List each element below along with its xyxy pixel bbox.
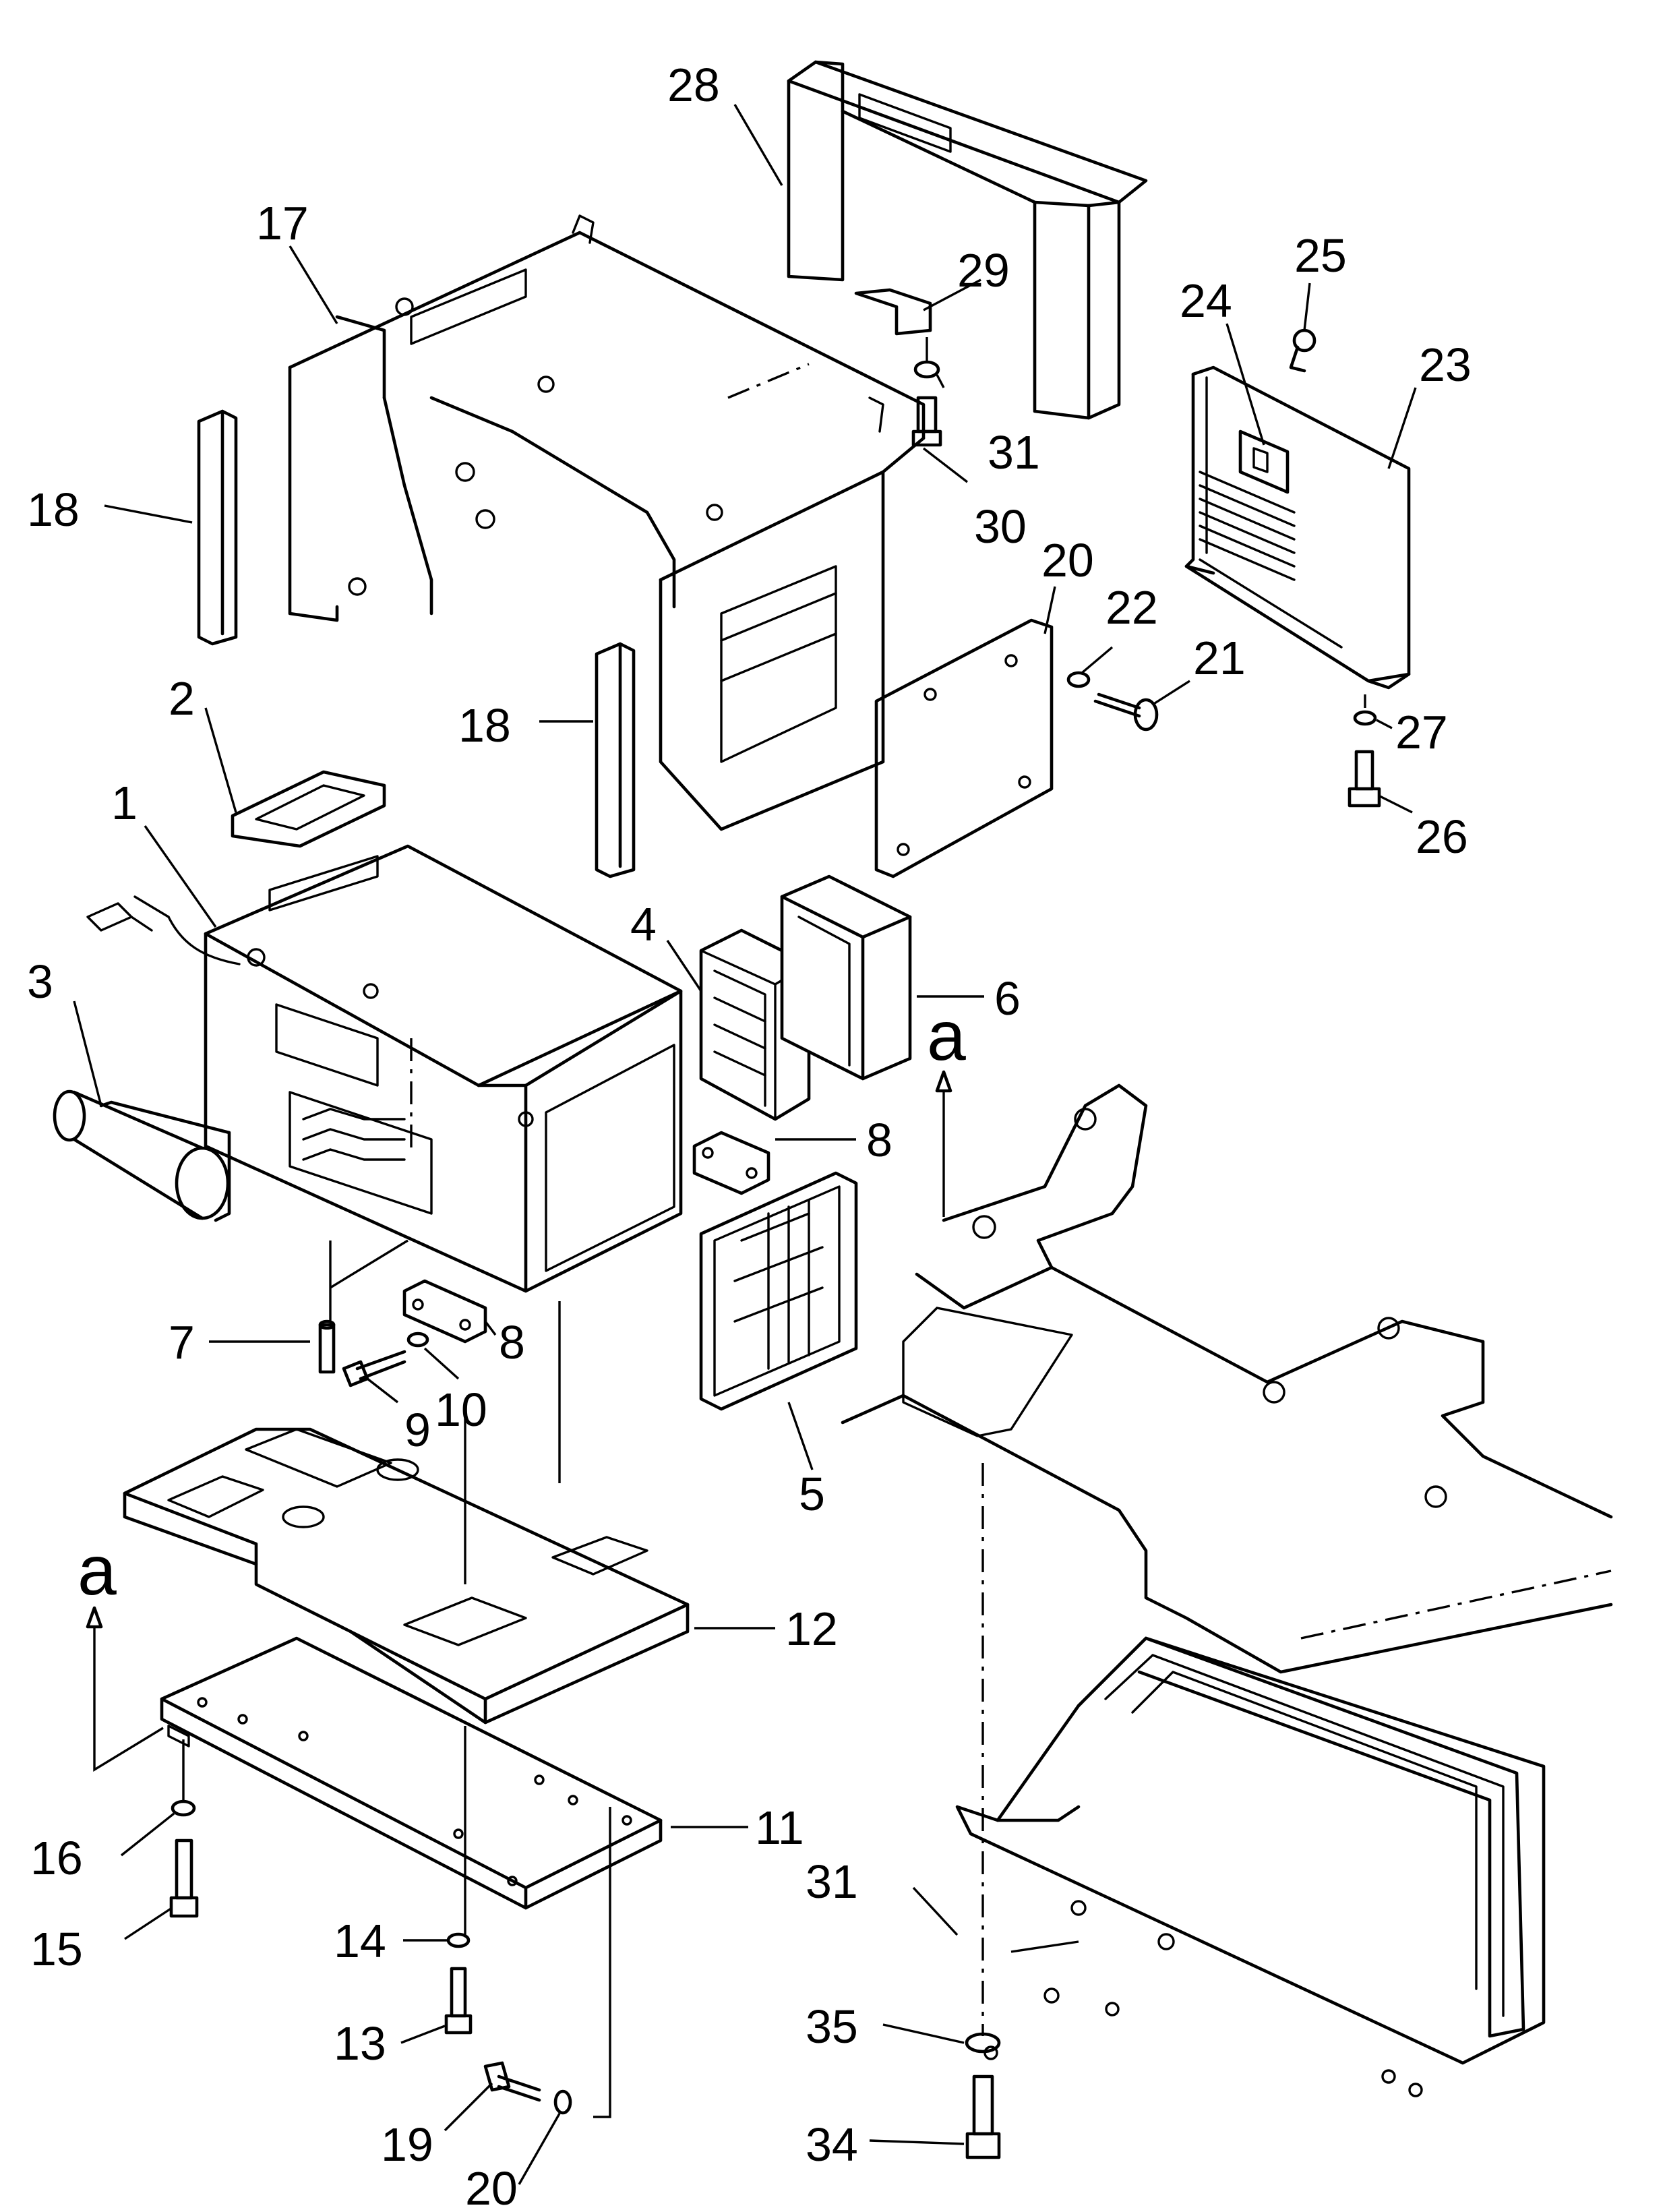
callout-28: 27 (1395, 706, 1448, 758)
callout-33: 31 (806, 1855, 858, 1908)
callout-11: 11 (755, 1801, 804, 1854)
part-2-filter-frame (231, 770, 386, 848)
callout-31: 30 (974, 500, 1027, 553)
callout-22: 21 (1193, 632, 1246, 684)
part-29-handle-bracket (787, 60, 1148, 420)
callout-20: 20 (465, 2162, 518, 2212)
part-15-bolt (169, 1839, 199, 1918)
part-17-cover-housing (288, 214, 926, 831)
part-6-duct (780, 874, 912, 1081)
callout-1: 1 (111, 777, 138, 829)
part-3-motor (53, 1089, 231, 1222)
part-5-grille (699, 1171, 858, 1411)
part-8-bracket-upper (692, 1131, 770, 1195)
callout-12: 12 (785, 1603, 838, 1655)
part-14-washer (446, 1932, 471, 1948)
callout-4: 4 (630, 898, 657, 951)
assembly-lines (182, 337, 1366, 2118)
callout-16: 16 (30, 1832, 83, 1884)
part-8-bracket-lower (402, 1279, 487, 1344)
part-25-switch (1238, 429, 1290, 494)
part-27-bolt (1348, 750, 1381, 808)
callout-3: 3 (27, 955, 53, 1008)
part-30-bracket (854, 288, 932, 336)
part-7-pin (318, 1319, 336, 1374)
callout-26: 25 (1294, 229, 1347, 282)
view-marker-upper: a (927, 997, 966, 1217)
part-26-knob (1289, 328, 1316, 373)
callout-18b: 18 (458, 699, 511, 752)
callout-18a: 18 (27, 483, 80, 536)
callout-19: 19 (381, 2118, 433, 2171)
view-marker-upper-label: a (927, 997, 966, 1075)
callout-labels: 28 17 29 25 24 23 31 30 18 20 22 21 18 2… (27, 59, 1472, 2212)
part-10-washer (406, 1332, 429, 1348)
callout-30: 29 (957, 244, 1010, 297)
callout-15: 15 (30, 1923, 83, 1975)
callout-10: 10 (435, 1383, 487, 1436)
part-33-floor-frame (841, 1083, 1613, 2097)
part-16-washer (171, 1799, 196, 1817)
callout-21: 20 (1041, 534, 1094, 587)
part-32-washer (913, 360, 940, 379)
callout-8b: 8 (499, 1316, 525, 1369)
part-1-heater-unit (86, 844, 683, 1293)
callout-5: 5 (799, 1468, 825, 1520)
part-28-washer (1353, 710, 1377, 726)
part-9-bolt (342, 1350, 406, 1387)
leader-lines (73, 104, 1417, 2185)
part-21-gasket-plate (874, 618, 1054, 878)
callout-24: 23 (1419, 338, 1472, 391)
part-35-washer (965, 2032, 1001, 2054)
view-marker-lower-label: a (78, 1532, 117, 1610)
part-34-bolt (965, 2074, 1001, 2159)
callout-23: 22 (1106, 581, 1158, 634)
callout-6: 6 (994, 972, 1021, 1025)
callout-35: 35 (806, 2000, 858, 2053)
callout-29: 28 (667, 59, 720, 111)
part-18-strip-right (595, 642, 636, 878)
part-19-bolt (483, 2061, 541, 2102)
callout-34: 34 (806, 2118, 858, 2171)
part-11-mounting-plate (160, 1636, 663, 1910)
callout-27: 26 (1416, 810, 1468, 863)
part-20-washer (553, 2089, 572, 2115)
part-12-base-pad (123, 1427, 690, 1725)
part-23-washer (1066, 671, 1091, 688)
part-24-side-panel (1184, 365, 1411, 690)
part-13-bolt (444, 1967, 473, 2035)
view-marker-lower: a (78, 1532, 164, 1772)
callout-17: 17 (256, 197, 309, 249)
part-18-strip-left (197, 409, 238, 646)
callout-8a: 8 (866, 1114, 892, 1166)
part-22-screw (1093, 692, 1159, 731)
callout-7: 7 (169, 1316, 195, 1369)
callout-2: 2 (169, 672, 195, 725)
callout-32: 31 (988, 426, 1040, 479)
callout-14: 14 (334, 1915, 386, 1967)
callout-9: 9 (404, 1404, 431, 1456)
part-31-bolt (911, 396, 942, 447)
callout-25: 24 (1180, 274, 1232, 327)
callout-13: 13 (334, 2017, 386, 2070)
